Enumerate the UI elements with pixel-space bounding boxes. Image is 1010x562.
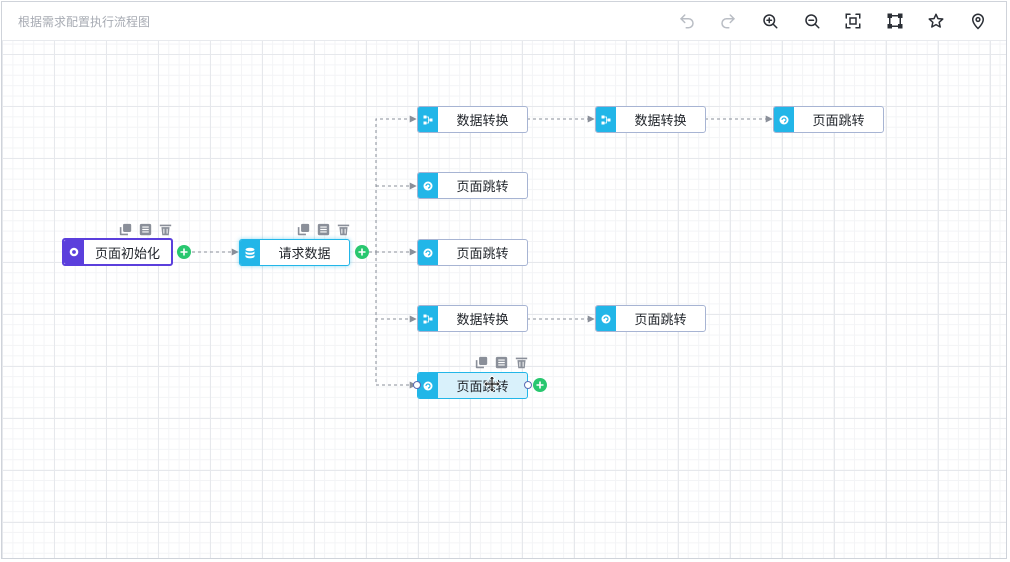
plus-icon — [536, 381, 544, 389]
add-node-button[interactable] — [355, 245, 369, 259]
jump-icon — [418, 240, 438, 265]
locate-icon — [971, 13, 985, 30]
zoom-in-button[interactable] — [758, 9, 782, 33]
node-page-init[interactable]: 页面初始化 — [62, 238, 173, 266]
delete-icon — [337, 224, 349, 235]
output-port[interactable] — [524, 381, 532, 389]
transform-icon — [596, 107, 616, 132]
node-actions-jump5 — [474, 355, 528, 369]
node-actions-request — [296, 222, 350, 236]
node-label: 页面跳转 — [456, 180, 509, 195]
actual-size-icon — [887, 13, 903, 29]
list-button[interactable] — [138, 222, 152, 236]
input-port[interactable] — [413, 381, 421, 389]
delete-icon — [515, 357, 527, 368]
node-label: 数据转换 — [456, 114, 509, 129]
node-page-jump-5[interactable]: 页面跳转 — [417, 372, 528, 399]
undo-button[interactable] — [675, 9, 699, 33]
fit-view-icon — [845, 13, 861, 29]
add-node-button[interactable] — [533, 378, 547, 392]
copy-icon — [475, 356, 487, 368]
copy-button[interactable] — [296, 222, 310, 236]
node-label: 页面初始化 — [94, 246, 160, 262]
zoom-out-button[interactable] — [800, 9, 824, 33]
redo-icon — [721, 14, 735, 29]
copy-button[interactable] — [118, 222, 132, 236]
plus-icon — [180, 248, 188, 256]
redo-button[interactable] — [716, 9, 740, 33]
node-label: 数据转换 — [456, 313, 509, 328]
list-icon — [495, 356, 507, 368]
zoom-out-icon — [805, 14, 820, 29]
node-page-jump-2[interactable]: 页面跳转 — [417, 239, 528, 266]
locate-button[interactable] — [966, 9, 990, 33]
zoom-in-icon — [763, 14, 778, 29]
node-page-jump-1[interactable]: 页面跳转 — [417, 172, 528, 199]
auto-layout-button[interactable] — [924, 9, 948, 33]
move-cursor-icon — [483, 375, 501, 393]
delete-button[interactable] — [158, 222, 172, 236]
node-label: 页面跳转 — [634, 313, 687, 328]
node-actions-init — [118, 222, 172, 236]
node-label: 数据转换 — [634, 114, 687, 129]
jump-icon — [774, 107, 794, 132]
node-data-transform-2[interactable]: 数据转换 — [595, 106, 706, 133]
toolbar: 根据需求配置执行流程图 — [2, 2, 1006, 41]
node-label: 页面跳转 — [812, 114, 865, 129]
list-icon — [317, 223, 329, 235]
gear-icon — [64, 240, 84, 264]
copy-icon — [297, 223, 309, 235]
node-request-data[interactable]: 请求数据 — [239, 239, 350, 266]
undo-icon — [680, 14, 694, 29]
list-button[interactable] — [494, 355, 508, 369]
copy-button[interactable] — [474, 355, 488, 369]
jump-icon — [596, 306, 616, 331]
transform-icon — [418, 306, 438, 331]
database-icon — [240, 240, 260, 265]
fit-view-button[interactable] — [841, 9, 865, 33]
node-label: 页面跳转 — [456, 247, 509, 262]
jump-icon — [418, 373, 438, 398]
list-icon — [139, 223, 151, 235]
copy-icon — [119, 223, 131, 235]
transform-icon — [418, 107, 438, 132]
actual-size-button[interactable] — [883, 9, 907, 33]
node-page-jump-3[interactable]: 页面跳转 — [773, 106, 884, 133]
node-data-transform-3[interactable]: 数据转换 — [417, 305, 528, 332]
node-label: 请求数据 — [278, 247, 331, 262]
auto-layout-icon — [928, 13, 944, 28]
add-node-button[interactable] — [177, 245, 191, 259]
page-title: 根据需求配置执行流程图 — [18, 15, 151, 29]
node-data-transform-1[interactable]: 数据转换 — [417, 106, 528, 133]
node-page-jump-4[interactable]: 页面跳转 — [595, 305, 706, 332]
list-button[interactable] — [316, 222, 330, 236]
delete-button[interactable] — [336, 222, 350, 236]
jump-icon — [418, 173, 438, 198]
delete-button[interactable] — [514, 355, 528, 369]
delete-icon — [159, 224, 171, 235]
plus-icon — [358, 248, 366, 256]
